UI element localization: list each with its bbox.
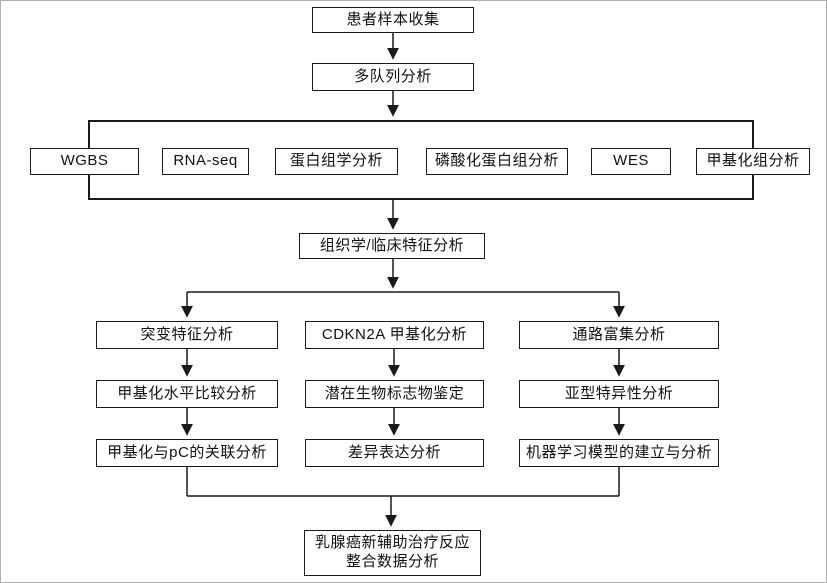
flow-node-rna-seq: RNA-seq <box>162 148 249 175</box>
flow-node-ml-model: 机器学习模型的建立与分析 <box>519 439 719 467</box>
flow-node-differential-expression: 差异表达分析 <box>305 439 484 467</box>
flow-node-patient-sample-collection: 患者样本收集 <box>312 7 474 33</box>
flow-node-multi-cohort-analysis: 多队列分析 <box>312 63 474 91</box>
flow-node-pathway-enrichment: 通路富集分析 <box>519 321 719 349</box>
flow-node-wgbs: WGBS <box>30 148 139 175</box>
flow-node-methylation-pc-association: 甲基化与pC的关联分析 <box>96 439 278 467</box>
flow-node-histology-clinical-analysis: 组织学/临床特征分析 <box>299 233 485 259</box>
integration-label-line1: 乳腺癌新辅助治疗反应 <box>314 534 470 552</box>
flow-node-phosphoproteomics: 磷酸化蛋白组分析 <box>426 148 568 175</box>
flow-node-subtype-specificity: 亚型特异性分析 <box>519 380 719 408</box>
flow-node-proteomics: 蛋白组学分析 <box>275 148 398 175</box>
flow-node-methylome: 甲基化组分析 <box>696 148 810 175</box>
flow-node-mutation-signature: 突变特征分析 <box>96 321 278 349</box>
flow-node-wes: WES <box>591 148 671 175</box>
integration-label-line2: 整合数据分析 <box>345 553 439 570</box>
flow-node-integration-analysis: 乳腺癌新辅助治疗反应 整合数据分析 <box>304 530 481 576</box>
flow-node-potential-biomarker: 潜在生物标志物鉴定 <box>305 380 484 408</box>
flow-node-methylation-level-comparison: 甲基化水平比较分析 <box>96 380 278 408</box>
flow-node-cdkn2a-methylation: CDKN2A 甲基化分析 <box>305 321 484 349</box>
